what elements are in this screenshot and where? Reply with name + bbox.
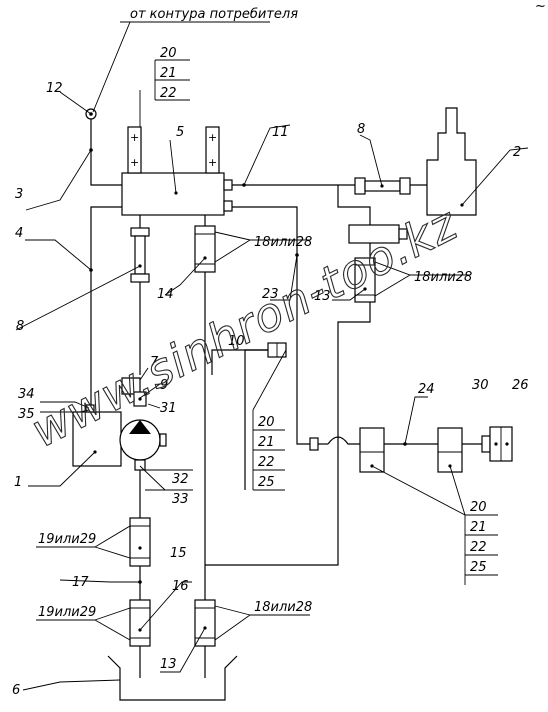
- stack-mid-0: 20: [258, 415, 275, 430]
- label-26: 26: [512, 378, 529, 393]
- label-30: 30: [472, 378, 489, 393]
- port-a: [223, 179, 233, 191]
- stack-right-2: 22: [470, 540, 487, 555]
- stack-right-3: 25: [470, 560, 487, 575]
- stack-top-2: 22: [160, 86, 177, 101]
- label-14: 14: [157, 287, 174, 302]
- label-5: 5: [176, 125, 184, 140]
- label-32: 32: [172, 472, 189, 487]
- filter-16: [129, 599, 151, 647]
- label-11: 11: [272, 125, 289, 140]
- check-valve-knob: [398, 228, 408, 240]
- label-23: 23: [262, 287, 279, 302]
- label-34: 34: [18, 387, 35, 402]
- pump-arrow: [129, 420, 151, 434]
- label-4: 4: [15, 226, 23, 241]
- line-3: [90, 118, 122, 186]
- gauge-left: [127, 126, 142, 174]
- plus-sign: +: [208, 131, 217, 144]
- port-32: [134, 459, 146, 471]
- label-10: 10: [228, 334, 245, 349]
- filter-13-lower: [194, 599, 216, 647]
- watermark: www.sinhron-too.kz: [22, 196, 465, 458]
- filter-label-18b: 18или28: [414, 270, 472, 285]
- corner-mark: ~: [535, 0, 546, 14]
- label-9: 9: [160, 378, 168, 393]
- label-1: 1: [14, 475, 22, 490]
- plus-sign: +: [130, 131, 139, 144]
- filter-8-cap-r: [399, 177, 411, 195]
- label-31: 31: [160, 401, 177, 416]
- filter-label-19b: 19или29: [38, 605, 96, 620]
- stack-top-0: 20: [160, 46, 177, 61]
- filter13-down: [205, 302, 371, 566]
- orifice: [309, 437, 319, 451]
- valve-block-5: [121, 172, 225, 216]
- plus-sign: +: [208, 156, 217, 169]
- stack-right-1: 21: [470, 520, 487, 535]
- label-8-top: 8: [357, 122, 365, 137]
- label-2: 2: [513, 145, 521, 160]
- label-3: 3: [15, 187, 23, 202]
- filter-13-upper: [354, 257, 376, 303]
- label-8-left: 8: [16, 319, 24, 334]
- filter-14: [194, 225, 216, 273]
- label-24: 24: [418, 382, 435, 397]
- label-7: 7: [150, 355, 159, 370]
- stack-right-0: 20: [470, 500, 487, 515]
- filter-label-18c: 18или28: [254, 600, 312, 615]
- device-30-cap: [481, 435, 491, 453]
- stack-top-1: 21: [160, 66, 177, 81]
- label-33: 33: [172, 492, 189, 507]
- tank-6: [107, 655, 238, 701]
- label-13-lower: 13: [160, 657, 177, 672]
- stack-mid-1: 21: [258, 435, 275, 450]
- label-6: 6: [12, 683, 20, 698]
- electric-motor-1: [72, 411, 122, 467]
- label-12: 12: [46, 81, 63, 96]
- branch-valve: [337, 185, 371, 225]
- filter-8-cap-l: [354, 177, 366, 195]
- line-23: [232, 206, 310, 445]
- label-17: 17: [72, 575, 89, 590]
- line-10-top: [211, 349, 268, 375]
- label-13-upper: 13: [314, 289, 331, 304]
- port-b: [223, 200, 233, 212]
- label-15: 15: [170, 546, 187, 561]
- header-note: от контура потребителя: [130, 7, 298, 22]
- stack-mid-2: 22: [258, 455, 275, 470]
- gauge-right: [205, 126, 220, 174]
- stack-mid-3: 25: [258, 475, 275, 490]
- sensor-34: [85, 404, 95, 413]
- pump-coupling: [159, 433, 167, 447]
- plus-sign: +: [130, 156, 139, 169]
- label-35: 35: [18, 407, 35, 422]
- filter-15: [129, 517, 151, 567]
- filter-8-left-cap-b: [130, 273, 150, 283]
- filter-label-18a: 18или28: [254, 235, 312, 250]
- filter-label-19a: 19или29: [38, 532, 96, 547]
- line-4: [90, 206, 122, 405]
- filter-8-left-cap-t: [130, 227, 150, 237]
- bridge-crossing: [327, 436, 360, 445]
- label-16: 16: [172, 579, 189, 594]
- tank-2: [426, 107, 477, 216]
